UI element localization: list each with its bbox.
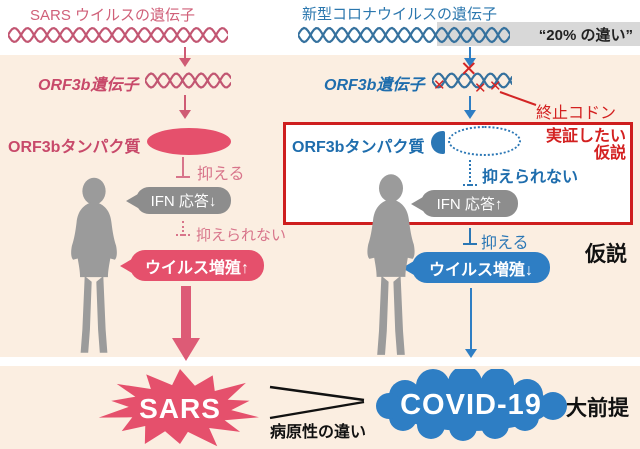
stop-codon-x-icon: ✕ <box>460 58 478 81</box>
hypothesis-note-line2: 仮説 <box>593 145 626 162</box>
sars-virus-bubble: ウイルス増殖↑ <box>120 250 264 281</box>
bubble-tail-icon <box>120 258 132 273</box>
sars-disease-label: SARS <box>139 392 221 424</box>
sars-genome-helix-icon <box>8 26 228 44</box>
covid-virus-label: ウイルス増殖↓ <box>428 261 533 279</box>
hypothesis-label: 仮説 <box>585 243 627 266</box>
sars-ifn-bubble: IFN 応答↓ <box>126 187 231 214</box>
sars-protein-label: ORF3bタンパク質 <box>8 139 141 156</box>
inhibition-tbar-icon <box>463 228 477 245</box>
sars-starburst-shape <box>98 368 259 447</box>
covid-genome-title: 新型コロナウイルスの遺伝子 <box>302 6 498 23</box>
covid-disease-label: COVID-19 <box>400 388 542 421</box>
pathogenicity-diff-label: 病原性の違い <box>270 424 367 441</box>
bubble-tail-icon <box>126 193 138 208</box>
person-silhouette-icon <box>367 174 415 355</box>
thick-down-arrow-icon <box>172 286 200 361</box>
sars-orf3b-helix-icon <box>145 72 231 89</box>
hypothesis-note-line1: 実証したい <box>545 128 626 145</box>
long-down-arrow-icon <box>464 288 478 358</box>
down-arrow-icon <box>463 96 477 119</box>
premise-label: 大前提 <box>566 397 629 420</box>
stop-codon-x-icon: ✕ <box>489 78 502 95</box>
sars-genome-title: SARS ウイルスの遺伝子 <box>30 7 196 24</box>
covid-protein-label: ORF3bタンパク質 <box>292 139 425 156</box>
stop-codon-label: 終止コドン <box>536 105 617 122</box>
difference-badge: “20% の違い” <box>437 22 640 46</box>
covid-cloud-shape <box>376 369 567 441</box>
bubble-tail-icon <box>411 196 423 211</box>
sars-ifn-label: IFN 応答↓ <box>150 193 217 210</box>
down-arrow-icon <box>178 95 192 119</box>
hypothesis-note: 実証したい 仮説 <box>510 128 626 162</box>
sars-orf3b-gene-label: ORF3b遺伝子 <box>38 77 139 94</box>
down-arrow-icon <box>463 47 477 67</box>
dotted-inhibition-icon <box>463 160 477 186</box>
covid-cannot-suppress-label: 抑えられない <box>482 169 579 186</box>
covid-virus-bubble: ウイルス増殖↓ <box>402 252 550 283</box>
covid-genome-helix-icon <box>298 26 510 44</box>
sars-protein-ellipse <box>147 128 231 155</box>
stop-codon-pointer-line <box>499 91 537 106</box>
person-silhouette-icon <box>71 177 117 353</box>
covid-ifn-bubble: IFN 応答↑ <box>411 190 518 217</box>
covid-orf3b-gene-label: ORF3b遺伝子 <box>324 77 425 94</box>
greater-than-icon <box>269 385 365 420</box>
stop-codon-x-icon: ✕ <box>474 80 487 97</box>
covid-ifn-label: IFN 応答↑ <box>436 196 503 213</box>
sars-suppress-label: 抑える <box>197 166 245 183</box>
sars-virus-label: ウイルス増殖↑ <box>144 259 249 277</box>
covid-suppress-label: 抑える <box>481 235 529 252</box>
dotted-inhibition-icon <box>176 221 190 236</box>
covid-orf3b-helix-icon <box>432 72 512 89</box>
missing-protein-dotted-ellipse <box>448 126 521 156</box>
down-arrow-icon <box>178 47 192 67</box>
difference-badge-label: “20% の違い” <box>538 26 633 44</box>
stop-codon-x-icon: ✕ <box>433 77 446 94</box>
truncated-protein-wedge-icon <box>431 131 445 154</box>
sars-cannot-suppress-label: 抑えられない <box>196 227 287 244</box>
inhibition-tbar-icon <box>176 157 190 178</box>
